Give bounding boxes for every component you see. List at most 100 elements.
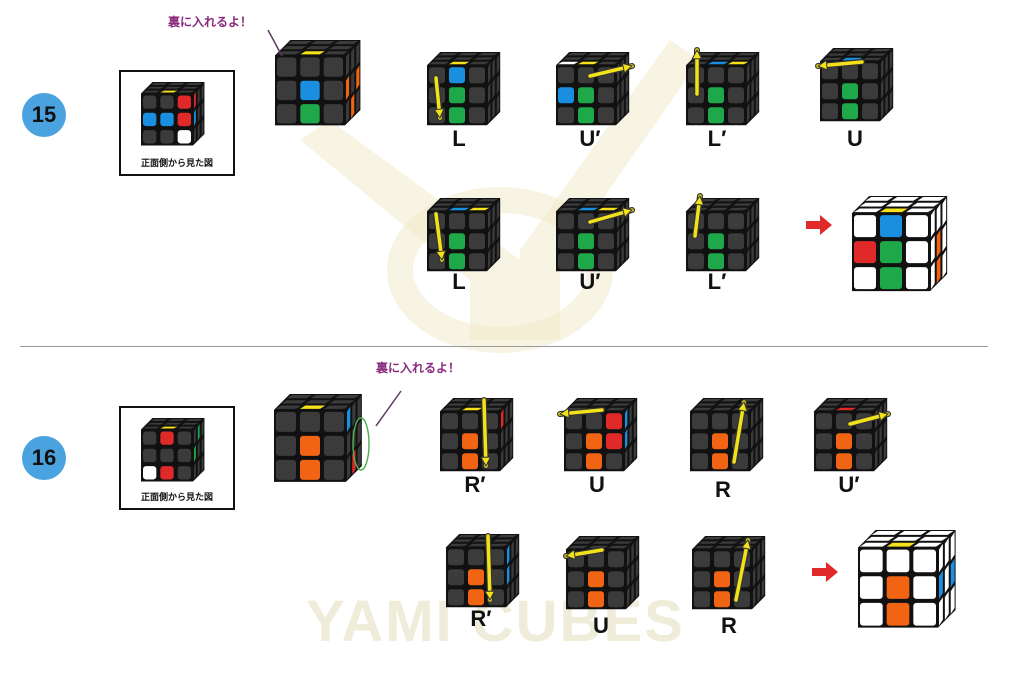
sticker: [822, 57, 843, 61]
sticker: [944, 591, 949, 620]
reference-caption: 正面側から見た図: [140, 493, 213, 503]
sticker: [449, 61, 470, 65]
sticker: [566, 199, 588, 202]
cube: [566, 536, 640, 610]
sticker: [816, 453, 832, 470]
sticker: [496, 74, 500, 95]
sticker: [185, 83, 203, 85]
turn-arrow: [733, 537, 752, 603]
sticker: [880, 215, 902, 238]
sticker: [469, 61, 490, 65]
sticker: [566, 53, 588, 56]
move-label: L: [452, 269, 466, 294]
note-label: 裏に入れるよ！: [168, 15, 253, 29]
sticker: [859, 202, 888, 207]
sticker: [854, 267, 876, 290]
sticker: [708, 107, 724, 124]
sticker: [939, 543, 943, 573]
sticker: [820, 403, 841, 406]
sticker: [881, 98, 884, 120]
sticker: [450, 399, 472, 402]
sticker: [718, 541, 739, 544]
sticker: [276, 459, 296, 480]
sticker: [462, 433, 478, 450]
sticker: [728, 213, 744, 230]
sticker: [830, 49, 852, 52]
sticker: [860, 542, 889, 547]
sticker: [146, 86, 164, 89]
sticker: [598, 233, 614, 250]
sticker: [486, 403, 507, 406]
sticker: [860, 576, 883, 599]
sticker: [562, 57, 583, 60]
sticker: [891, 197, 920, 201]
sticker: [886, 576, 910, 599]
sticker: [429, 207, 450, 211]
sticker: [751, 448, 754, 470]
sticker: [276, 405, 302, 409]
turn-arrow: [587, 62, 635, 79]
sticker: [889, 90, 893, 111]
sticker: [755, 94, 759, 115]
sticker: [621, 98, 624, 119]
sticker: [688, 107, 704, 124]
sticker: [449, 213, 465, 230]
sticker: [568, 571, 584, 588]
move-label: U′: [838, 472, 860, 497]
highlight-circle: [352, 417, 370, 471]
sticker: [608, 545, 629, 549]
sticker: [913, 542, 942, 547]
sticker: [505, 404, 508, 425]
sticker: [347, 454, 351, 480]
pointer-line: [375, 390, 402, 427]
sticker: [164, 422, 182, 425]
cube: [858, 530, 956, 628]
sticker: [612, 541, 633, 544]
sticker: [886, 602, 910, 626]
sticker: [286, 395, 312, 399]
sticker: [167, 419, 186, 421]
turn-arrow: [484, 533, 496, 603]
sticker: [702, 537, 724, 540]
sticker: [950, 532, 955, 561]
sticker: [826, 53, 847, 56]
sticker: [816, 413, 832, 430]
sticker: [870, 49, 892, 52]
sticker: [761, 558, 765, 579]
sticker: [862, 63, 878, 80]
cube: [690, 398, 764, 472]
sticker: [505, 424, 508, 445]
cube: [692, 536, 766, 610]
sticker: [598, 253, 614, 270]
sticker: [728, 107, 744, 124]
sticker: [879, 424, 882, 445]
sticker: [617, 248, 620, 270]
sticker: [629, 444, 632, 465]
sticker: [598, 87, 614, 104]
sticker: [747, 102, 750, 124]
sticker: [356, 42, 360, 67]
sticker: [324, 405, 350, 409]
sticker: [898, 531, 927, 535]
sticker: [356, 88, 360, 114]
sticker: [160, 130, 174, 144]
sticker: [728, 253, 744, 270]
sticker: [862, 103, 878, 120]
sticker: [747, 228, 750, 250]
sticker: [449, 107, 465, 124]
sticker: [588, 551, 604, 568]
sticker: [201, 101, 204, 119]
sticker: [625, 220, 629, 241]
sticker: [816, 407, 837, 411]
sticker: [864, 399, 886, 402]
sticker: [759, 420, 763, 441]
sticker: [469, 87, 485, 104]
sticker: [449, 67, 465, 84]
sticker: [732, 57, 753, 60]
sticker: [692, 433, 708, 450]
sticker: [586, 453, 602, 470]
sticker: [346, 75, 350, 101]
sticker: [944, 537, 949, 567]
sticker: [351, 70, 355, 95]
sticker: [598, 107, 614, 124]
